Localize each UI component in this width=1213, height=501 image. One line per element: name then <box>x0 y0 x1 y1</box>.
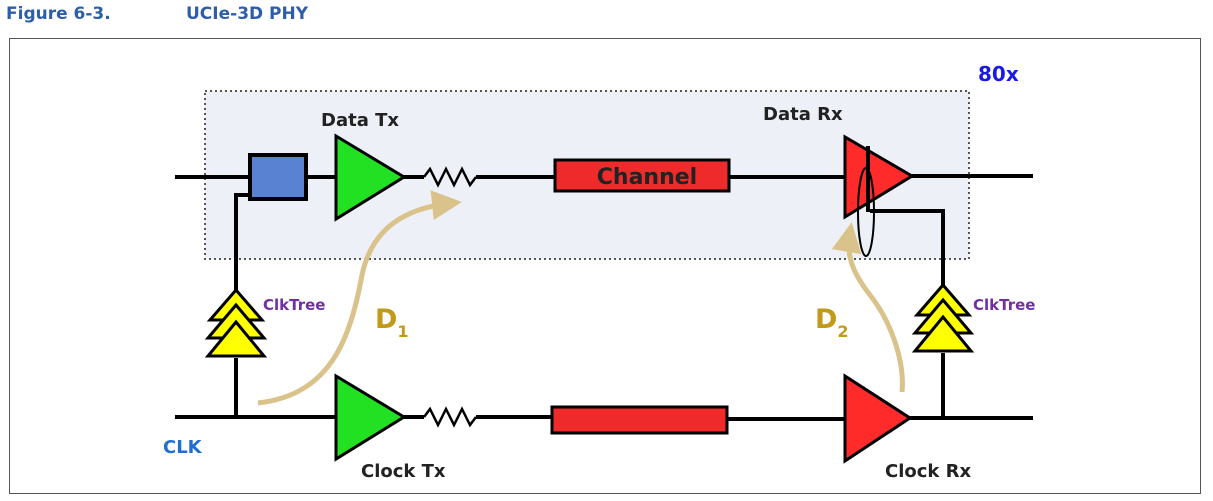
d2-label: D2 <box>815 304 849 341</box>
lane-count-label: 80x <box>978 62 1019 86</box>
figure-number: Figure 6-3. <box>6 4 111 24</box>
d2-delay-arrow <box>831 222 905 393</box>
data-rx-sampler-ring <box>857 167 875 257</box>
figure-caption: Figure 6-3. UCIe-3D PHY <box>6 4 308 28</box>
d1-main: D <box>375 304 397 335</box>
channel-label: Channel <box>597 165 697 190</box>
d1-sub: 1 <box>397 322 408 341</box>
d2-main: D <box>815 304 837 335</box>
data-flop <box>248 153 308 201</box>
clktree-left <box>204 287 268 358</box>
data-channel <box>553 158 731 193</box>
d1-label: D1 <box>375 304 409 341</box>
d2-sub: 2 <box>837 322 848 341</box>
clktree-right <box>911 282 975 353</box>
d1-delay-arrow <box>257 190 462 406</box>
data-rx-label: Data Rx <box>763 104 843 125</box>
clk-label: CLK <box>163 437 203 458</box>
clock-tx-resistor <box>423 406 477 428</box>
data-tx-resistor <box>423 166 477 188</box>
data-rx-receiver <box>843 134 915 220</box>
data-tx-driver <box>334 133 407 222</box>
clock-channel <box>550 405 729 435</box>
clock-path-wires <box>175 353 1033 421</box>
clock-rx-receiver <box>843 373 913 464</box>
clktree-left-label: ClkTree <box>263 296 325 314</box>
clock-rx-label: Clock Rx <box>885 461 972 482</box>
clock-tx-driver <box>334 373 407 462</box>
clktree-right-label: ClkTree <box>973 296 1035 314</box>
data-path-wires <box>175 174 1033 290</box>
data-tx-label: Data Tx <box>321 110 399 131</box>
figure-title: UCIe-3D PHY <box>186 4 309 24</box>
clock-tx-label: Clock Tx <box>361 461 446 482</box>
